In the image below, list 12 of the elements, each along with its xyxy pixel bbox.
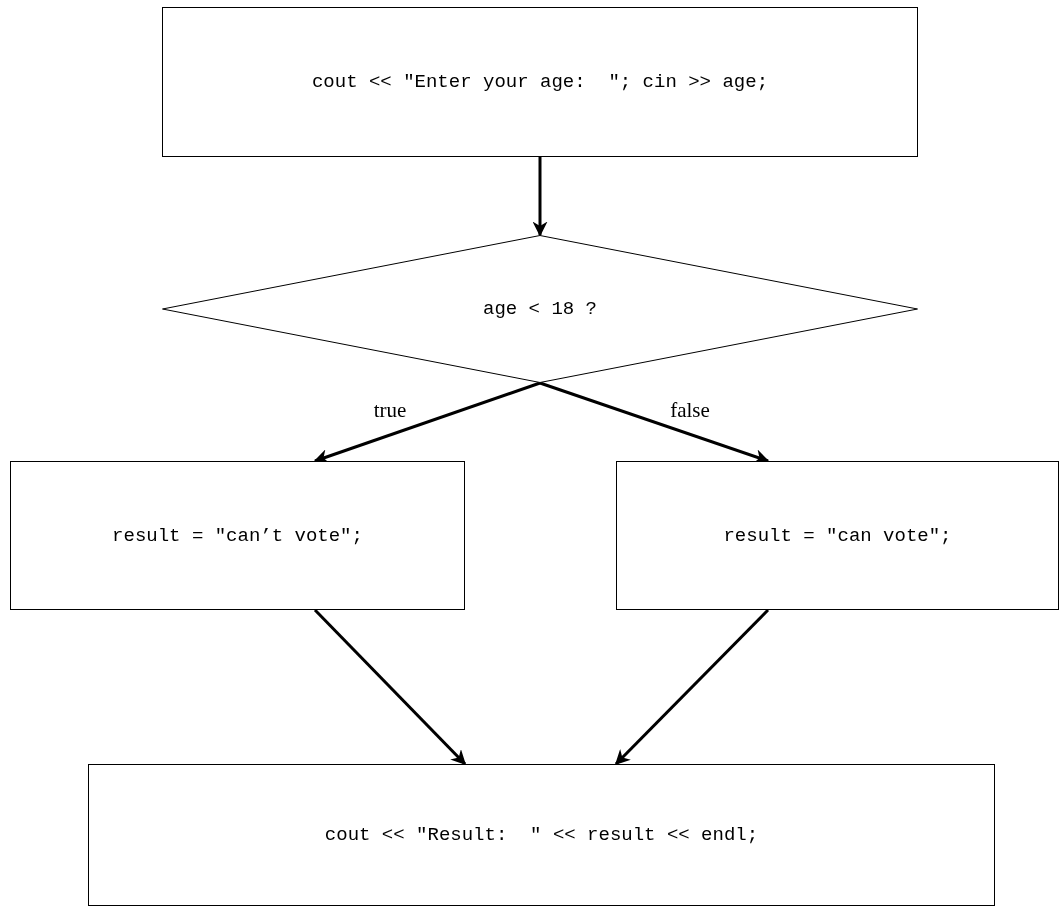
arrow	[532, 157, 548, 237]
code-text: age < 18 ?	[483, 298, 597, 320]
code-text: cout << "Result: " << result << endl;	[324, 824, 759, 846]
arrow	[313, 608, 467, 766]
process-box	[162, 7, 918, 157]
arrow	[614, 608, 770, 766]
code-text: result = "can vote";	[723, 524, 952, 547]
process-box	[10, 461, 465, 610]
process-box	[616, 461, 1059, 610]
code-text: cout << "Enter your age: "; cin >> age;	[311, 71, 769, 93]
process-box	[88, 764, 995, 906]
code-text: result = "can’t vote";	[112, 524, 363, 547]
